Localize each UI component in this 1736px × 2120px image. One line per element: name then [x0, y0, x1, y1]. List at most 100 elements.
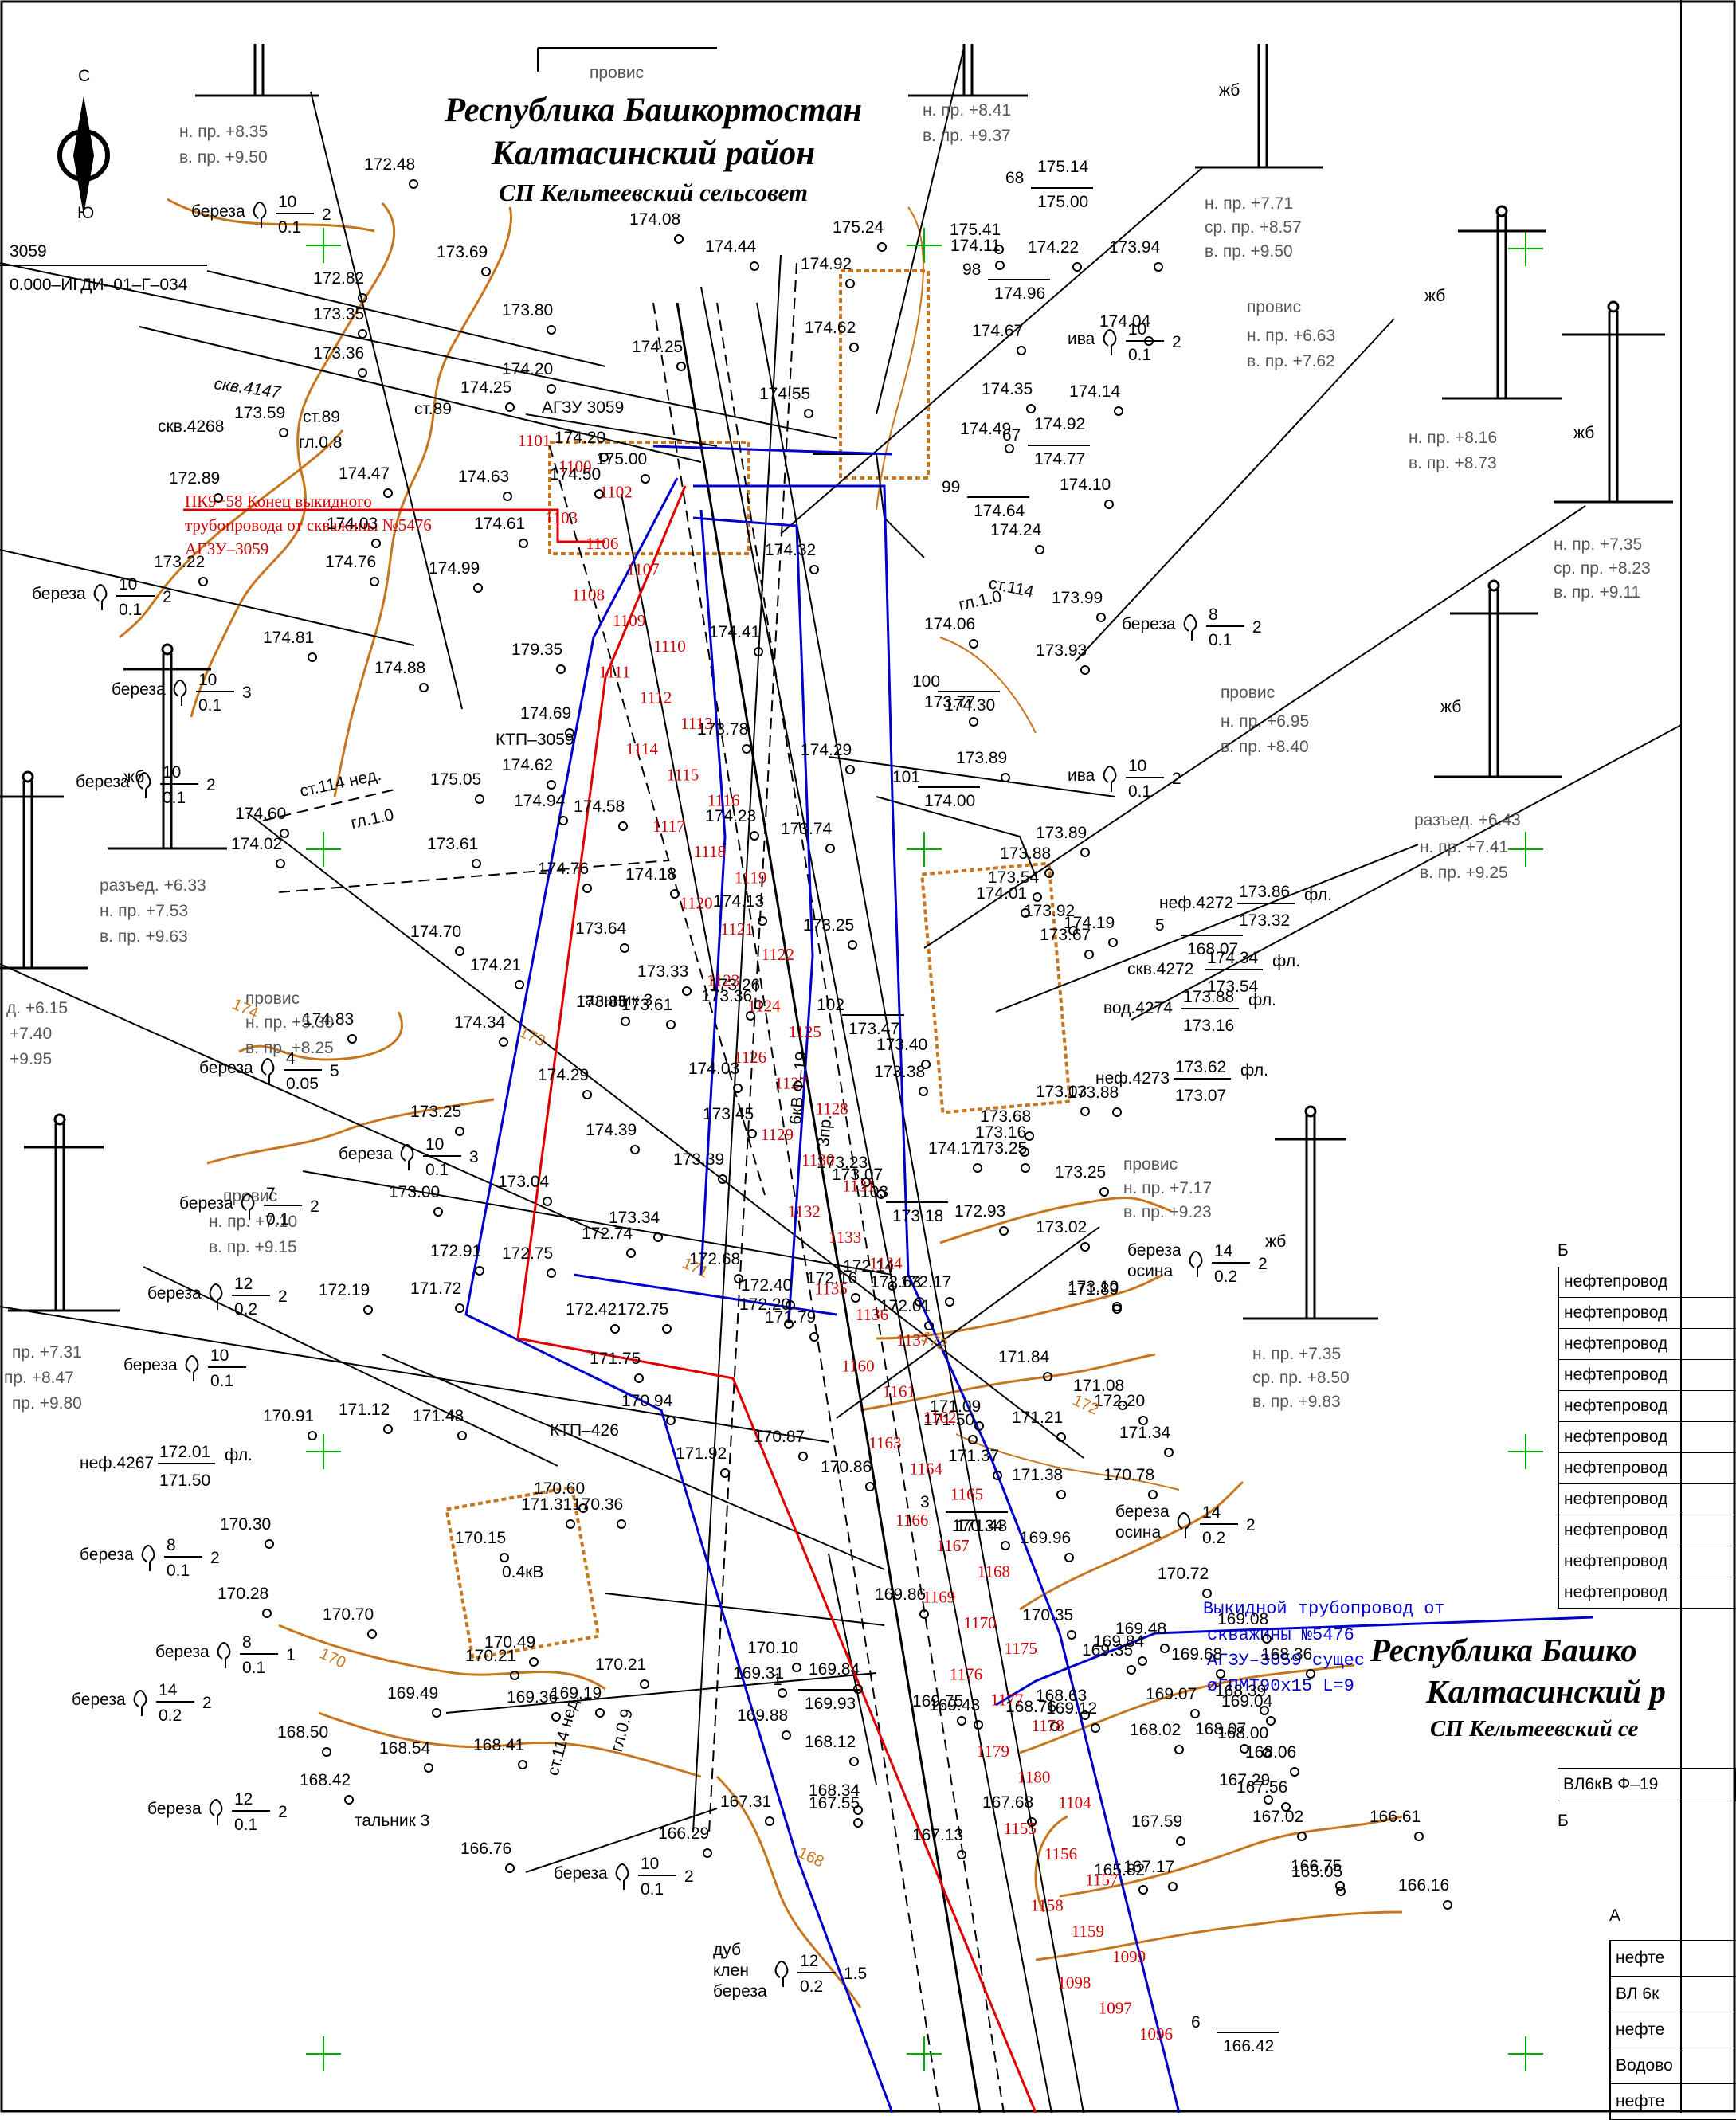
- spot-elevation: 169.84: [1093, 1632, 1145, 1651]
- tree-icon: [1103, 766, 1117, 792]
- svg-text:н. пр. +8.16: н. пр. +8.16: [1409, 429, 1497, 447]
- svg-text:6кВ Ф–19: 6кВ Ф–19: [786, 1051, 811, 1125]
- spot-marker: [973, 1163, 982, 1173]
- spot-marker: [556, 664, 566, 674]
- station-number: 1179: [977, 1742, 1009, 1761]
- well-top-elevation: 172.01: [159, 1443, 210, 1461]
- spot-marker: [510, 1671, 519, 1680]
- tree-height: 10: [425, 1135, 444, 1154]
- spot-elevation: 174.50: [550, 465, 601, 484]
- well-name: скв.4272: [1127, 960, 1193, 978]
- tree-icon: [133, 1690, 147, 1716]
- spot-marker: [347, 1034, 357, 1044]
- point-number: 6: [1191, 2013, 1201, 2032]
- tree-height: 8: [242, 1633, 252, 1652]
- spot-marker: [861, 1178, 871, 1187]
- svg-text:АГЗУ–3059 сущес: АГЗУ–3059 сущес: [1207, 1651, 1365, 1671]
- tree-height: 10: [198, 671, 217, 689]
- point-elevation: 175.00: [1037, 193, 1088, 211]
- spot-marker: [475, 794, 484, 804]
- station-number: 1122: [762, 945, 794, 964]
- spot-elevation: 171.09: [930, 1397, 981, 1416]
- svg-text:в. пр. +8.40: в. пр. +8.40: [1221, 738, 1309, 756]
- spot-elevation: 174.32: [765, 541, 816, 559]
- power-lines: [0, 47, 1682, 2113]
- spot-elevation: 173.69: [437, 243, 488, 261]
- spot-elevation: 173.45: [703, 1105, 754, 1123]
- spot-elevation: 173.85: [576, 993, 627, 1011]
- tree-labels: береза100.12береза100.12береза100.13бере…: [32, 193, 1268, 2000]
- spot-elevation: 169.35: [1082, 1641, 1133, 1660]
- tree-diameter: 0.2: [1202, 1529, 1225, 1547]
- tree-diameter: 0.2: [159, 1707, 182, 1725]
- spot-elevation: 168.06: [1245, 1743, 1296, 1761]
- spot-elevation: 175.41: [950, 221, 1001, 239]
- point-number: 102: [817, 996, 844, 1014]
- svg-text:ср. пр. +8.57: ср. пр. +8.57: [1205, 218, 1302, 237]
- spot-marker: [383, 1424, 393, 1434]
- svg-text:в. пр. +9.50: в. пр. +9.50: [1205, 242, 1293, 261]
- spot-marker: [1084, 950, 1094, 959]
- spot-elevation: 170.70: [323, 1605, 374, 1624]
- spot-marker: [618, 821, 628, 831]
- tree-count: 2: [310, 1197, 319, 1216]
- station-number: 1178: [1032, 1716, 1064, 1735]
- tree-diameter: 0.1: [163, 789, 186, 807]
- contour-lines: [119, 198, 1403, 2008]
- spot-elevation: 171.92: [676, 1444, 727, 1463]
- tree-diameter: 0.1: [1209, 631, 1232, 649]
- spot-marker: [547, 1268, 556, 1278]
- spot-marker: [1043, 1372, 1052, 1381]
- map-title: Республика Башкортостан Калтасинский рай…: [414, 89, 892, 210]
- station-number: 1127: [774, 1073, 807, 1092]
- spot-elevation: 170.60: [534, 1479, 585, 1498]
- spot-elevation: 170.30: [220, 1515, 271, 1534]
- spot-marker: [1056, 1432, 1066, 1442]
- spot-marker: [1154, 262, 1163, 272]
- spot-elevation: 171.37: [948, 1447, 999, 1465]
- spot-elevation: 168.54: [379, 1739, 431, 1758]
- spot-elevation: 169.04: [1221, 1692, 1273, 1710]
- svg-text:ПК9+58 Конец выкидного: ПК9+58 Конец выкидного: [185, 492, 372, 511]
- spot-elevation: 173.92: [1024, 902, 1075, 920]
- spot-marker: [1336, 1887, 1346, 1896]
- tree-icon: [774, 1961, 789, 1987]
- svg-text:пр. +9.80: пр. +9.80: [12, 1394, 82, 1413]
- contour-label: 173: [516, 1024, 548, 1051]
- spot-marker: [529, 1657, 539, 1667]
- spot-marker: [472, 859, 481, 868]
- spot-elevation: 167.56: [1236, 1778, 1287, 1797]
- station-number: 1126: [734, 1048, 766, 1067]
- north-arrow-icon: С Ю: [57, 67, 110, 222]
- station-number: 1134: [869, 1253, 903, 1272]
- spot-elevation: 166.16: [1398, 1876, 1449, 1895]
- spot-elevation: 174.76: [325, 553, 376, 571]
- spot-marker: [676, 362, 686, 371]
- spot-marker: [746, 1011, 755, 1021]
- spot-elevation: 167.55: [809, 1794, 860, 1812]
- spot-elevation: 171.50: [923, 1411, 974, 1429]
- spot-marker: [370, 577, 379, 586]
- spot-elevation: 172.16: [806, 1269, 857, 1287]
- survey-point-labels: 68175.14175.0098174.9667174.92174.779917…: [773, 158, 1279, 2055]
- spot-elevation: 168.07: [1195, 1720, 1246, 1738]
- tree-diameter: 0.1: [1128, 346, 1151, 364]
- station-number: 1159: [1072, 1922, 1104, 1941]
- tree-species: осина: [1127, 1262, 1174, 1280]
- spot-marker: [666, 1020, 676, 1029]
- tree-species: береза: [112, 680, 166, 699]
- spot-elevation: 174.24: [990, 521, 1042, 539]
- point-number: 101: [892, 768, 920, 786]
- spot-marker: [617, 1519, 626, 1529]
- spot-marker: [1335, 1881, 1345, 1891]
- spot-elevation: 173.25: [1055, 1163, 1106, 1181]
- svg-text:3пр.: 3пр.: [814, 1114, 835, 1147]
- spot-marker: [1005, 444, 1014, 453]
- svg-text:скважины №5476: скважины №5476: [1207, 1625, 1354, 1645]
- spot-marker: [750, 831, 759, 841]
- spot-elevation: 173.88: [1000, 844, 1051, 863]
- well-suffix: фл.: [225, 1446, 253, 1464]
- spot-elevation: 175.24: [833, 218, 884, 237]
- spot-marker: [610, 1324, 620, 1334]
- spot-marker: [968, 1435, 978, 1444]
